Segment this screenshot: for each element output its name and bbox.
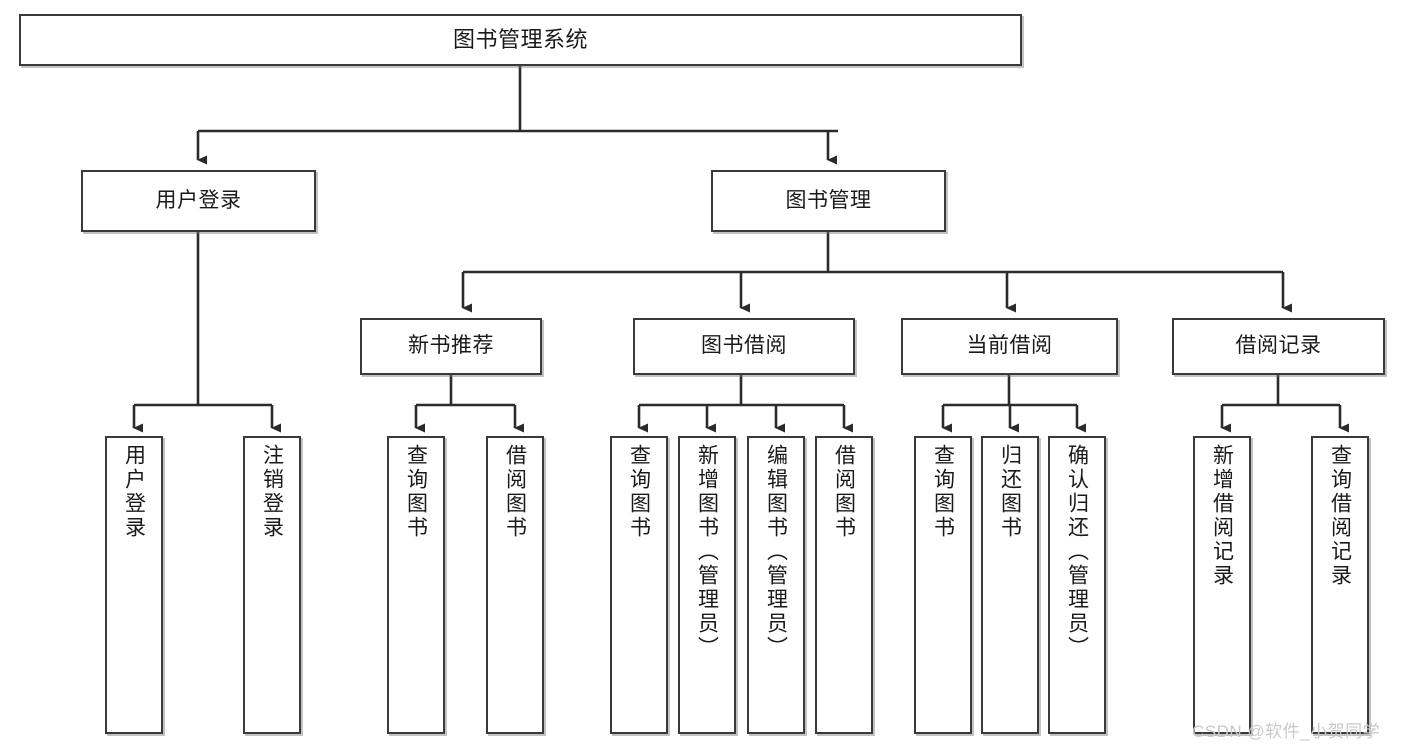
node-label: 归还图书 [998,444,1022,540]
node-label: 用户登录 [122,444,146,540]
node-leaf-borrow-book[interactable]: 借阅图书 [815,436,873,734]
node-label: 借阅图书 [503,444,527,540]
node-label: 借阅记录 [1235,334,1322,358]
node-leaf-query-book-borrow[interactable]: 查询图书 [610,436,668,734]
node-new-book-recommend[interactable]: 新书推荐 [360,318,542,375]
node-label: 注销登录 [260,444,284,540]
node-label: 新书推荐 [408,334,494,358]
node-leaf-edit-book[interactable]: 编辑图书（管理员） [747,436,805,734]
node-leaf-logout[interactable]: 注销登录 [243,436,301,734]
node-user-login[interactable]: 用户登录 [81,170,316,232]
node-label: 新增图书（管理员） [695,444,719,660]
node-label: 查询图书 [931,444,955,540]
node-label: 确认归还（管理员） [1065,444,1089,660]
node-label: 查询图书 [627,444,651,540]
node-label: 借阅图书 [832,444,856,540]
node-label: 当前借阅 [966,334,1053,358]
node-label: 新增借阅记录 [1210,444,1234,588]
node-label: 用户登录 [155,188,242,212]
node-leaf-add-book[interactable]: 新增图书（管理员） [678,436,736,734]
node-root-system[interactable]: 图书管理系统 [19,14,1022,66]
node-label: 图书管理系统 [452,27,588,53]
node-book-borrow[interactable]: 图书借阅 [633,318,855,375]
node-leaf-query-book-current[interactable]: 查询图书 [914,436,972,734]
node-label: 图书管理 [785,188,872,212]
node-leaf-query-borrow-record[interactable]: 查询借阅记录 [1311,436,1369,734]
node-label: 编辑图书（管理员） [764,444,788,660]
node-leaf-borrow-book-recommend[interactable]: 借阅图书 [486,436,544,734]
node-leaf-return-book[interactable]: 归还图书 [981,436,1039,734]
node-leaf-add-borrow-record[interactable]: 新增借阅记录 [1193,436,1251,734]
node-label: 查询图书 [404,444,428,540]
node-label: 图书借阅 [701,334,787,358]
node-book-manage[interactable]: 图书管理 [711,170,946,232]
node-leaf-confirm-return[interactable]: 确认归还（管理员） [1048,436,1106,734]
node-label: 查询借阅记录 [1328,444,1352,588]
node-leaf-query-book-recommend[interactable]: 查询图书 [387,436,445,734]
node-current-borrow[interactable]: 当前借阅 [901,318,1118,375]
node-borrow-record[interactable]: 借阅记录 [1172,318,1385,375]
node-leaf-user-login[interactable]: 用户登录 [105,436,163,734]
csdn-watermark: CSDN @软件_小贺同学 [1192,722,1381,741]
